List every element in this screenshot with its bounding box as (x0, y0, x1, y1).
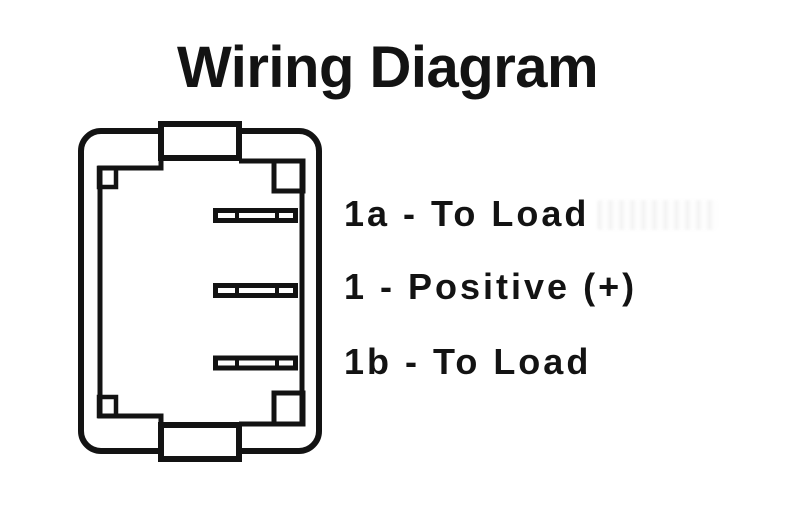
pin-label-1b: 1b - To Load (344, 341, 592, 382)
terminal-pin-1b (213, 355, 298, 371)
keyway-notch-top-left (96, 165, 119, 190)
mounting-tab-bottom (158, 422, 242, 462)
keyway-notch-bottom-left (96, 394, 119, 419)
terminal-pin-1a (213, 208, 298, 223)
housing-inner-wall-right (239, 158, 305, 427)
keyway-notch-top-right (271, 158, 306, 194)
terminal-pin-1 (213, 283, 298, 298)
faint-watermark-artifact (597, 200, 717, 230)
housing-inner-wall-left (97, 158, 164, 425)
mounting-tab-top (158, 121, 242, 161)
pin-label-1: 1 - Positive (+) (344, 266, 638, 307)
pin-label-1a: 1a - To Load (344, 193, 590, 234)
keyway-notch-bottom-right (271, 390, 306, 427)
page-title: Wiring Diagram (177, 35, 599, 100)
